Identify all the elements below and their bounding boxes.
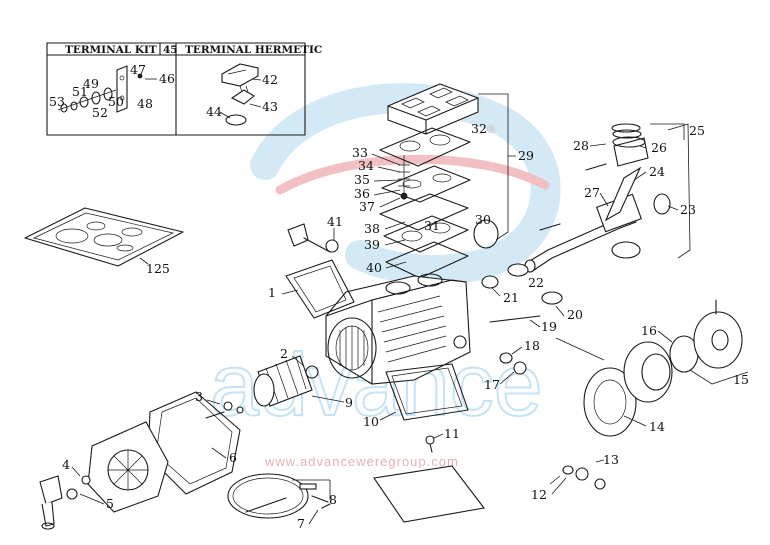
callout-22: 22 [528,275,544,290]
callout-46: 46 [159,71,175,86]
callout-29: 29 [518,148,534,163]
callout-3: 3 [195,389,203,404]
callout-6: 6 [229,450,237,465]
callout-24: 24 [649,164,665,179]
crankcase-body [325,273,471,385]
callout-34: 34 [358,158,374,173]
cylinder-head-assembly: 32 33 34 35 36 37 38 39 40 31 29 [352,83,534,279]
callout-14: 14 [649,419,665,434]
callout-41: 41 [327,214,343,229]
callout-7: 7 [297,516,305,531]
callout-42: 42 [262,72,278,87]
terminal-kit-parts [57,65,143,113]
callout-16: 16 [641,323,657,338]
kit-divider-number: 45 [163,44,178,56]
callout-44: 44 [206,104,222,119]
front-components: 2 3 4 5 6 7 8 9 [39,346,353,531]
callout-47: 47 [130,62,146,77]
callout-33: 33 [352,145,368,160]
top-left-parts: 41 1 [268,214,355,319]
callout-52: 52 [92,105,108,120]
terminal-kit-box: TERMINAL KIT 45 TERMINAL HERMETIC 53 51 … [46,42,322,136]
callout-21: 21 [503,290,519,305]
callout-37: 37 [359,199,375,214]
callout-38: 38 [364,221,380,236]
callout-9: 9 [345,395,353,410]
callout-23: 23 [680,202,696,217]
callout-49: 49 [83,76,99,91]
terminal-hermetic-title: TERMINAL HERMETIC [185,44,322,56]
callout-13: 13 [603,452,619,467]
callout-53: 53 [49,94,65,109]
callout-39: 39 [364,237,380,252]
callout-17: 17 [484,377,500,392]
callout-18: 18 [524,338,540,353]
gasket-set: 125 [24,207,184,276]
callout-31: 31 [424,218,440,233]
crankshaft-piston-assembly: 25 28 26 24 27 23 30 22 21 20 19 [473,123,705,334]
rear-components: 16 15 14 18 17 13 12 [484,299,749,502]
callout-27: 27 [584,185,600,200]
callout-43: 43 [262,99,278,114]
callout-1: 1 [268,285,276,300]
callout-10: 10 [363,414,379,429]
callout-48: 48 [137,96,153,111]
callout-15: 15 [733,372,749,387]
callout-50: 50 [108,94,124,109]
terminal-kit-title: TERMINAL KIT [65,44,157,56]
callout-25: 25 [689,123,705,138]
callout-32: 32 [471,121,487,136]
callout-20: 20 [567,307,583,322]
callout-8: 8 [329,492,337,507]
callout-26: 26 [651,140,667,155]
watermark-url: www.advanceweregroup.com [264,454,459,469]
callout-30: 30 [475,212,491,227]
callout-2: 2 [280,346,288,361]
callout-5: 5 [106,496,114,511]
callout-51: 51 [72,84,88,99]
callout-4: 4 [62,457,70,472]
callout-11: 11 [444,426,460,441]
callout-19: 19 [541,319,557,334]
bottom-plate-assembly: 10 11 [363,363,485,523]
callout-40: 40 [366,260,382,275]
callout-28: 28 [573,138,589,153]
callout-12: 12 [531,487,547,502]
callout-35: 35 [354,172,370,187]
registered-mark: ® [487,124,495,136]
callout-36: 36 [354,186,370,201]
terminal-hermetic-parts [221,63,259,126]
callout-125: 125 [146,261,170,276]
